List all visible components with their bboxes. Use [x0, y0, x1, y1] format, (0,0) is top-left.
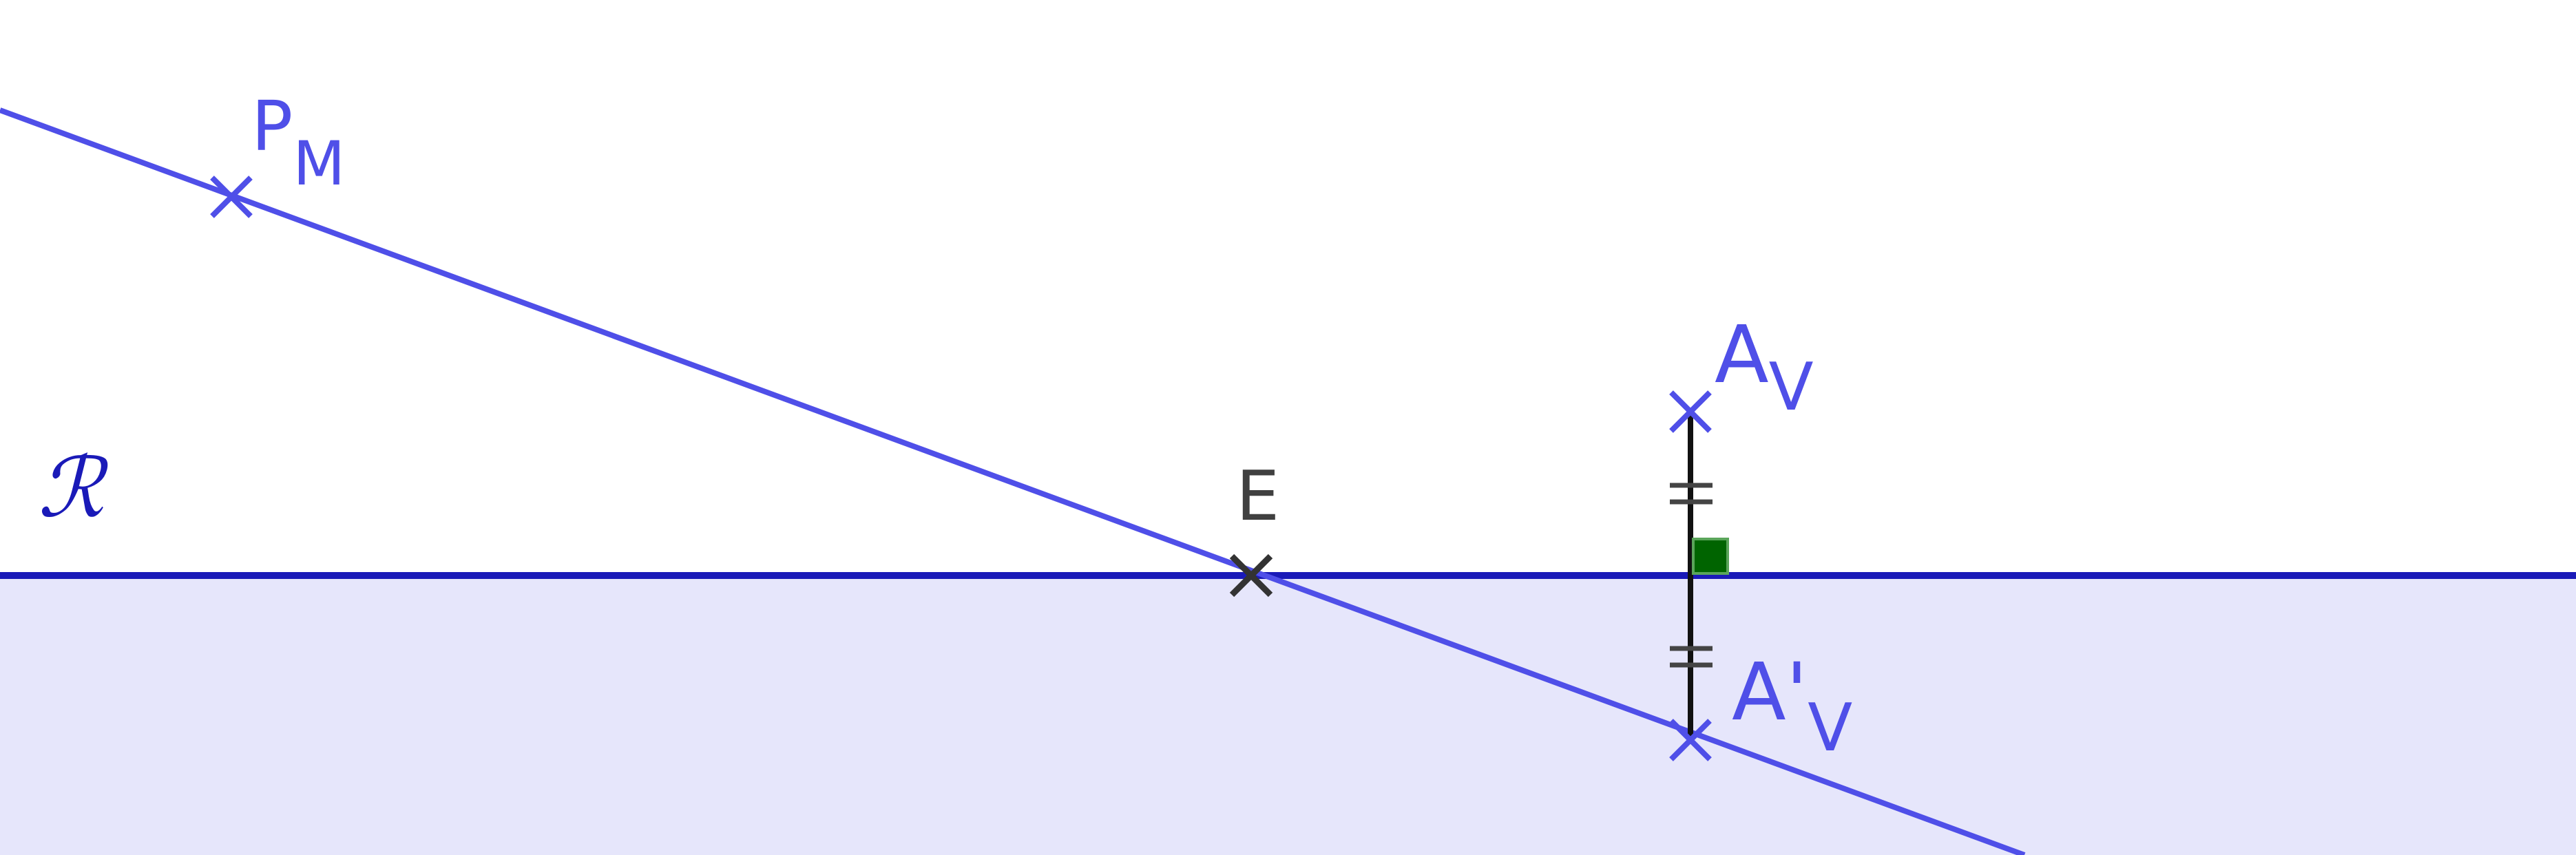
label-r: ℛ [38, 441, 109, 536]
ray-pm-e-av-prime [0, 107, 2026, 855]
double-tick-icon [1670, 646, 1713, 668]
point-av [1669, 390, 1712, 433]
label-pm: PM [251, 86, 345, 199]
shaded-half-plane [0, 576, 2576, 855]
right-angle-square-icon [1692, 538, 1729, 575]
cross-icon [1669, 719, 1712, 761]
label-av-prime-main: A' [1732, 646, 1808, 739]
label-av-sub: V [1769, 350, 1814, 425]
double-tick-icon [1670, 483, 1713, 505]
label-av-main: A [1715, 309, 1769, 401]
cross-icon [1229, 553, 1273, 598]
label-av: AV [1715, 309, 1814, 425]
label-pm-sub: M [293, 128, 345, 199]
label-av-prime: A'V [1732, 646, 1852, 766]
point-pm [210, 176, 253, 218]
cross-icon [210, 176, 253, 218]
label-av-prime-sub: V [1808, 690, 1852, 766]
label-pm-main: P [251, 86, 293, 167]
label-e: E [1236, 456, 1279, 536]
cross-icon [1669, 390, 1712, 433]
point-e [1229, 553, 1273, 598]
point-av-prime [1669, 719, 1712, 761]
